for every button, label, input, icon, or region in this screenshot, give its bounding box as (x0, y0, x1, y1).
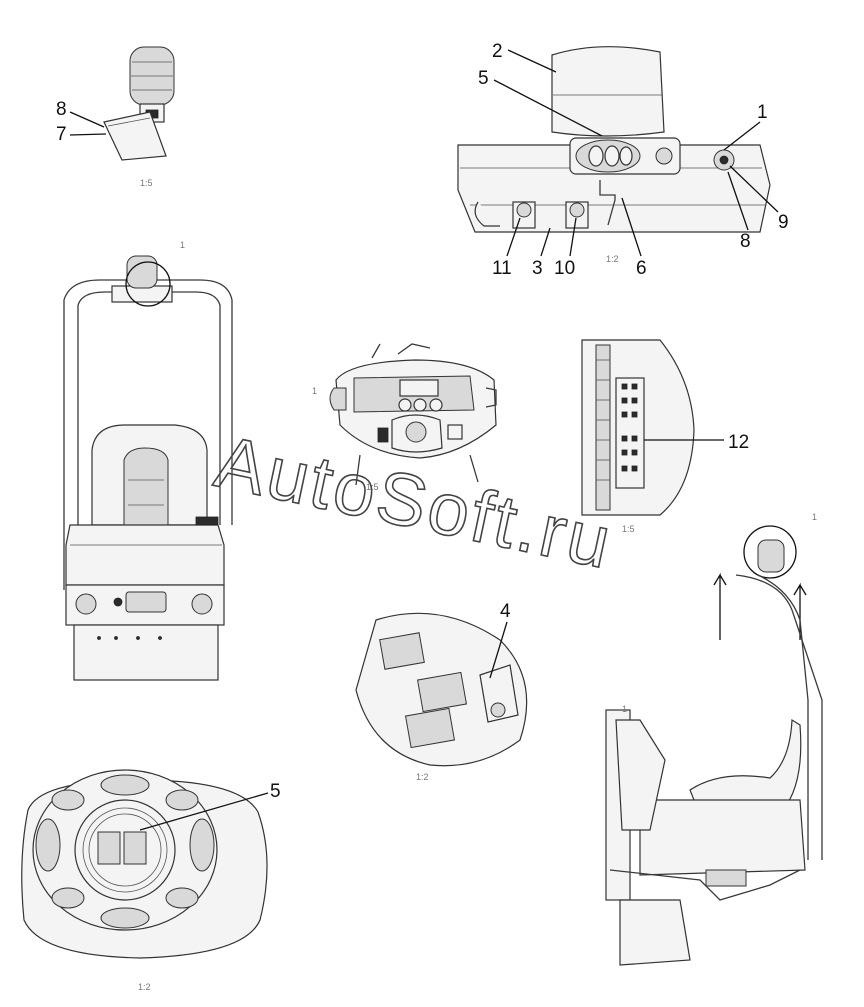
callout-3: 3 (532, 258, 543, 279)
callout-5-bottom: 5 (270, 781, 281, 802)
view-mark: 1 (622, 704, 627, 714)
callout-2: 2 (492, 41, 503, 62)
operator-dashboard: 1 1:5 (312, 343, 497, 492)
callout-8-right: 8 (740, 231, 751, 252)
view-mark: 1 (812, 512, 817, 522)
view-mark: 1:2 (416, 772, 429, 782)
callout-7: 7 (56, 124, 67, 145)
callout-9: 9 (778, 212, 789, 233)
callout-11: 11 (492, 258, 512, 279)
view-mark: 1 (180, 240, 185, 250)
callout-1: 1 (757, 102, 768, 123)
callout-5-top: 5 (478, 68, 489, 89)
view-mark: 1:5 (622, 524, 635, 534)
view-mark: 1 (312, 386, 317, 396)
machine-side-view: 1 1 (605, 512, 823, 966)
callout-12: 12 (728, 432, 749, 453)
beacon-top-view-detail: 1:2 (21, 769, 268, 992)
fuse-box-detail: 1:5 (581, 339, 695, 534)
callouts: 8 7 2 5 1 9 8 11 3 10 6 12 4 5 (56, 41, 789, 831)
view-mark: 1:2 (606, 254, 619, 264)
callout-6: 6 (636, 258, 647, 279)
callout-10: 10 (554, 258, 575, 279)
view-mark: 1:5 (366, 482, 379, 492)
view-mark: 1:2 (138, 982, 151, 992)
machine-front-view: 1 (63, 240, 233, 681)
view-mark: 1:5 (140, 178, 153, 188)
callout-4: 4 (500, 601, 511, 622)
callout-8-left: 8 (56, 99, 67, 120)
switch-module-detail: 1:2 (355, 612, 528, 782)
beacon-detail-topleft: 1:5 (103, 46, 175, 188)
beacon-mount-detail-topright: 1:2 (457, 46, 771, 264)
